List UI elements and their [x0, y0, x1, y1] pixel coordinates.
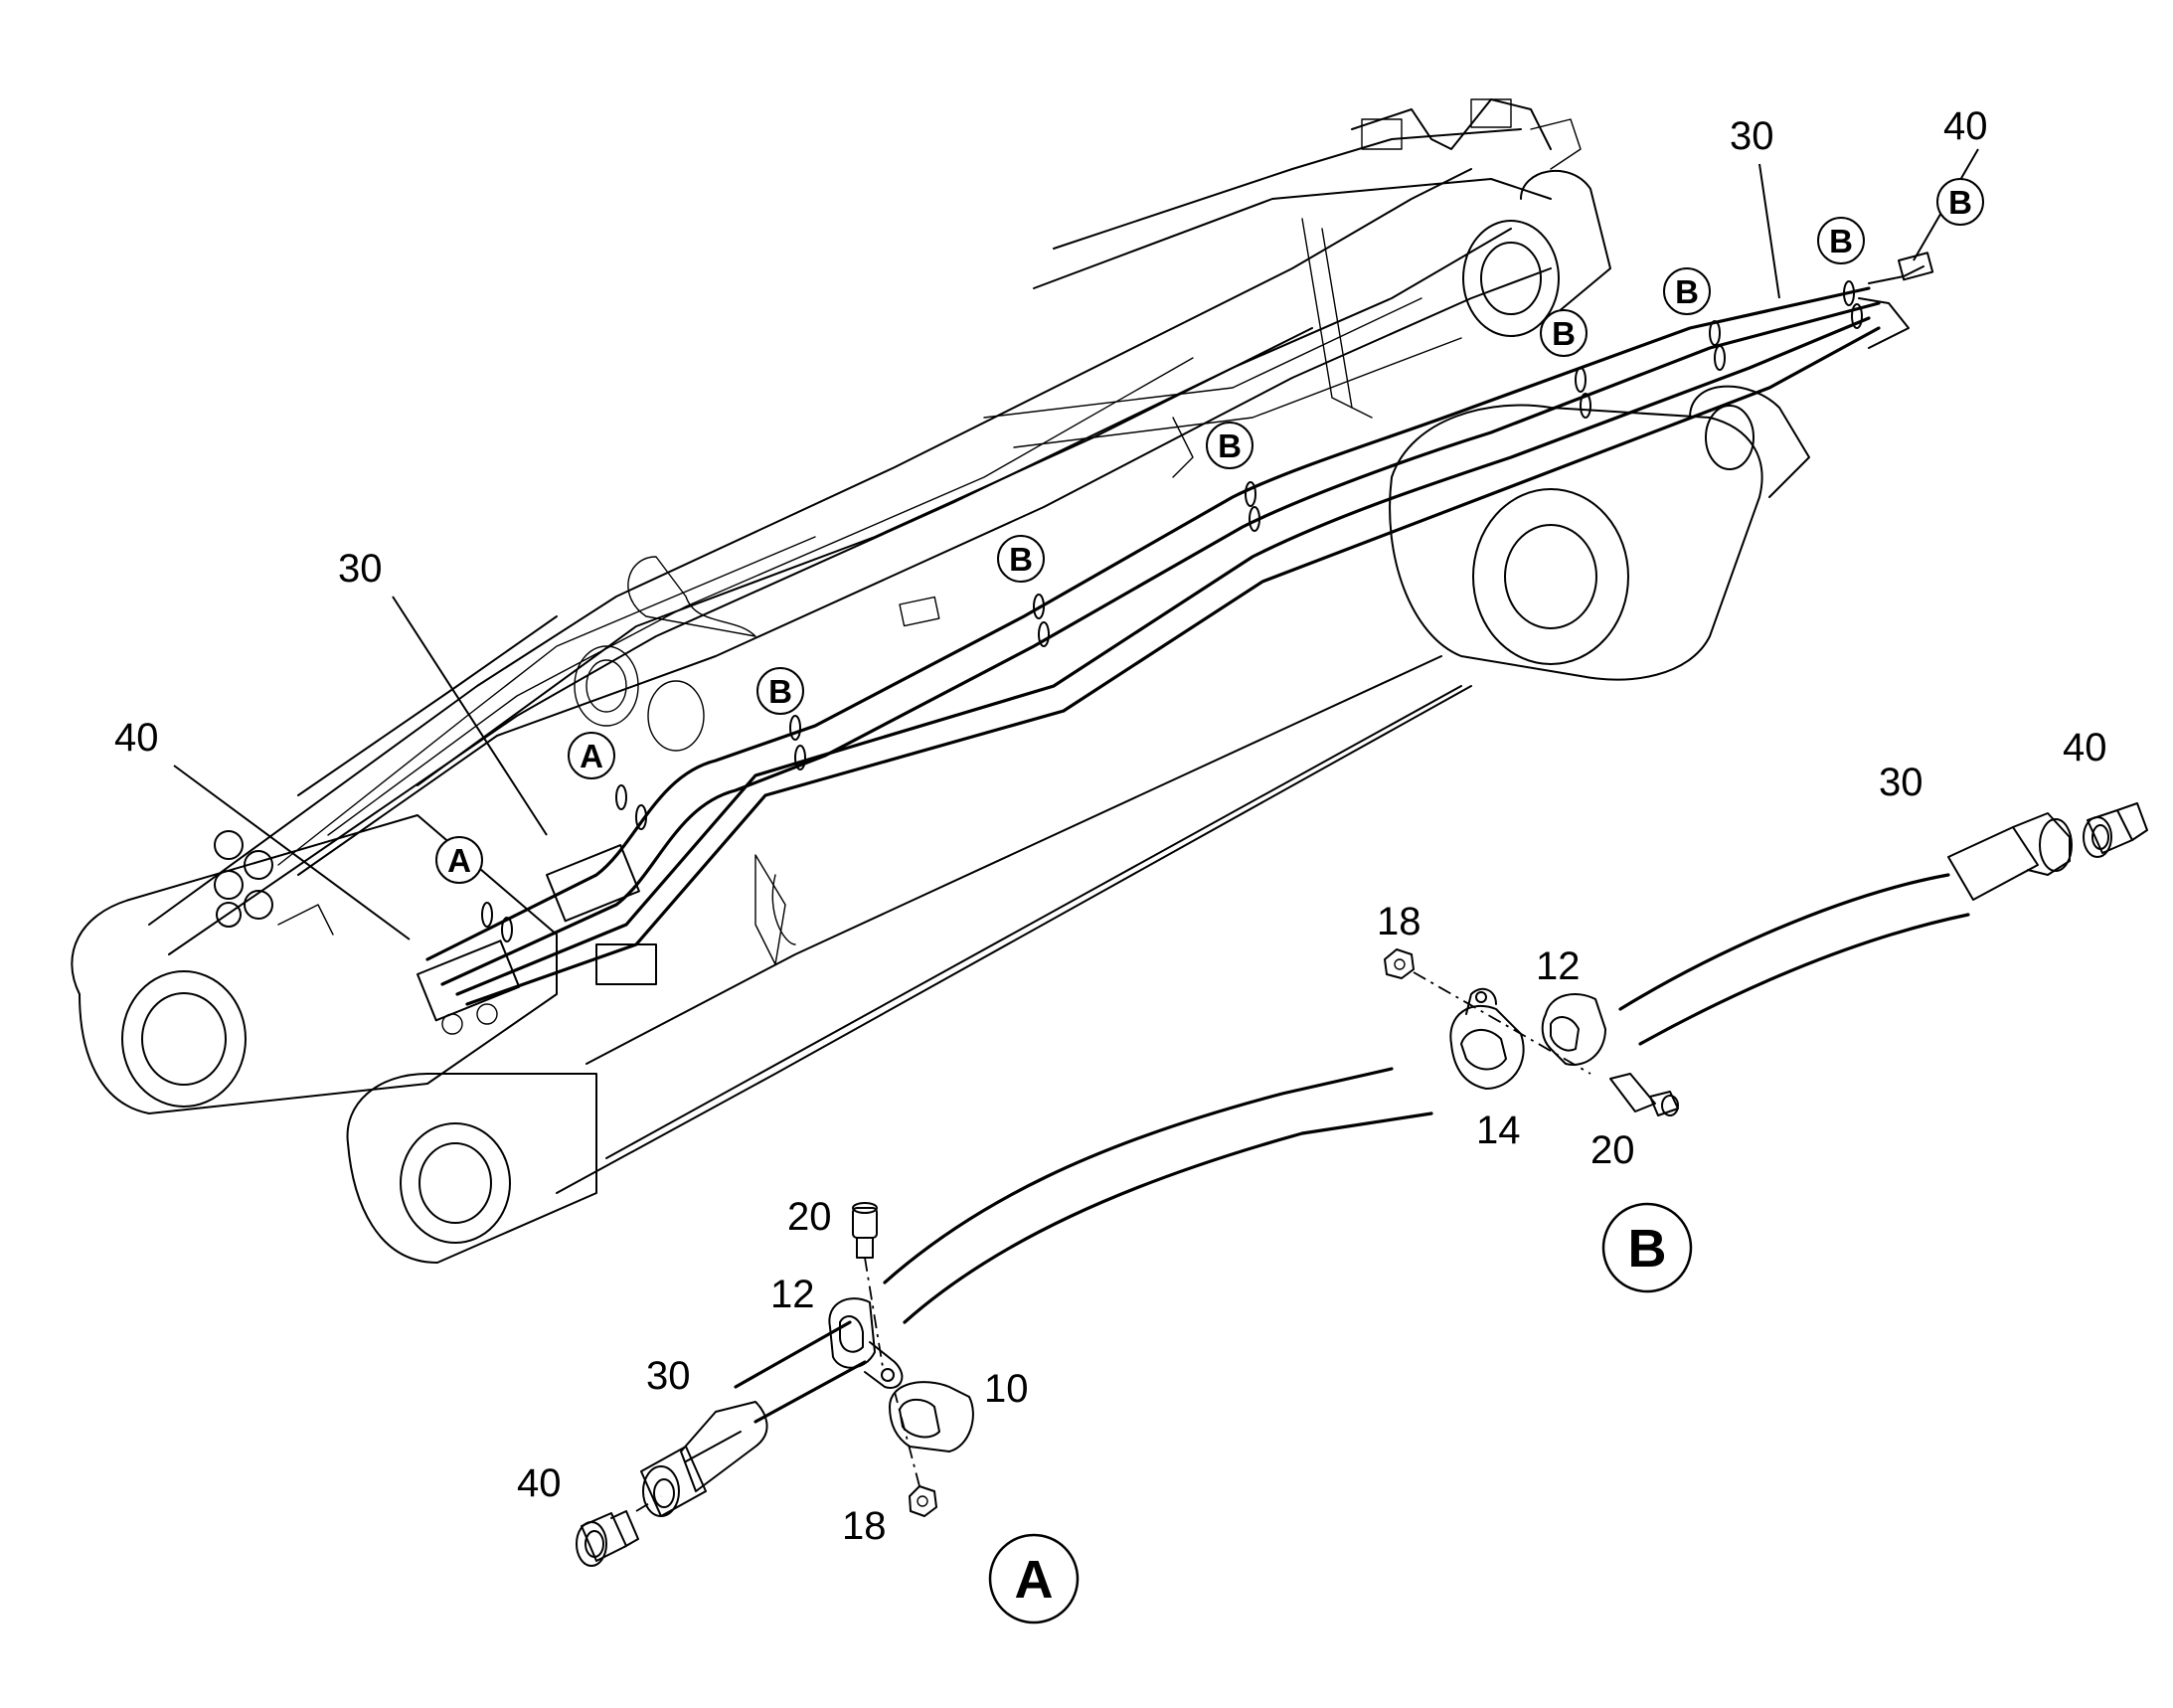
- label-b-bushing: 12: [1536, 944, 1581, 988]
- screw-b: [1609, 1073, 1679, 1116]
- callout-b-5: B: [1817, 217, 1865, 264]
- clamp-b: [1449, 987, 1525, 1090]
- adapter-a: [576, 1510, 639, 1567]
- label-b-hose: 30: [1879, 761, 1923, 804]
- leader-hose-left: [392, 596, 548, 836]
- label-b-screw: 20: [1590, 1128, 1635, 1172]
- label-adapter-left: 40: [114, 716, 159, 760]
- svg-text:B: B: [1628, 1219, 1667, 1279]
- detail-b: 18 12 30 40 14 20 B: [1377, 726, 2148, 1293]
- hose-fitting-b: [1947, 812, 2073, 901]
- callout-b-2: B: [1206, 422, 1254, 469]
- svg-text:B: B: [1552, 315, 1576, 352]
- detail-b-title: B: [1601, 1202, 1693, 1293]
- boom-callouts: 30 40 30 40 A A B B B B B: [114, 104, 1988, 940]
- label-b-nut: 18: [1377, 900, 1421, 943]
- hose-clamp-rings: [481, 280, 1863, 942]
- svg-text:B: B: [1218, 427, 1242, 464]
- label-b-clamp: 14: [1476, 1109, 1521, 1152]
- left-fittings: [214, 830, 657, 1035]
- svg-text:A: A: [447, 842, 471, 879]
- bushing-b: [1541, 993, 1606, 1066]
- label-hose-left: 30: [338, 547, 383, 591]
- callout-a-0: A: [568, 732, 615, 779]
- nut-a: [894, 1391, 937, 1517]
- svg-text:B: B: [1675, 273, 1699, 310]
- adapter-b: [2083, 802, 2148, 858]
- label-a-bushing: 10: [984, 1367, 1029, 1411]
- nut-b: [1384, 948, 1591, 1075]
- detail-a-title: A: [988, 1533, 1080, 1624]
- label-a-adapter: 40: [517, 1461, 562, 1505]
- label-a-nut: 18: [842, 1504, 887, 1548]
- svg-text:A: A: [580, 738, 603, 774]
- detail-a: 20 12 30 10 40 18 A: [517, 1067, 1433, 1624]
- svg-text:A: A: [1015, 1550, 1054, 1610]
- clamp-a: [828, 1297, 904, 1389]
- bushing-a: [889, 1381, 974, 1452]
- svg-text:B: B: [1829, 223, 1853, 259]
- hose-sleeve-a: [680, 1401, 768, 1492]
- callout-b-4: B: [1663, 267, 1711, 315]
- screw-a: [852, 1202, 884, 1368]
- label-a-clamp: 12: [770, 1273, 815, 1316]
- label-b-adapter: 40: [2063, 726, 2107, 769]
- label-a-hose: 30: [646, 1354, 691, 1398]
- leader-hose-right: [1758, 163, 1780, 299]
- leader-adapter-left: [173, 765, 411, 940]
- label-a-screw: 20: [787, 1195, 832, 1239]
- label-hose-right: 30: [1730, 114, 1774, 158]
- boom-hose-route: [425, 252, 1934, 1006]
- callout-b-3: B: [1540, 309, 1588, 357]
- callout-b-0: B: [756, 667, 804, 715]
- callout-b-1: B: [997, 535, 1045, 583]
- svg-text:B: B: [1009, 541, 1033, 578]
- callout-b-6: B: [1936, 178, 1984, 226]
- label-adapter-right: 40: [1943, 104, 1988, 148]
- svg-text:B: B: [1948, 184, 1972, 221]
- boom-outline: [71, 98, 1810, 1264]
- svg-text:B: B: [768, 673, 792, 710]
- callout-a-1: A: [435, 836, 483, 884]
